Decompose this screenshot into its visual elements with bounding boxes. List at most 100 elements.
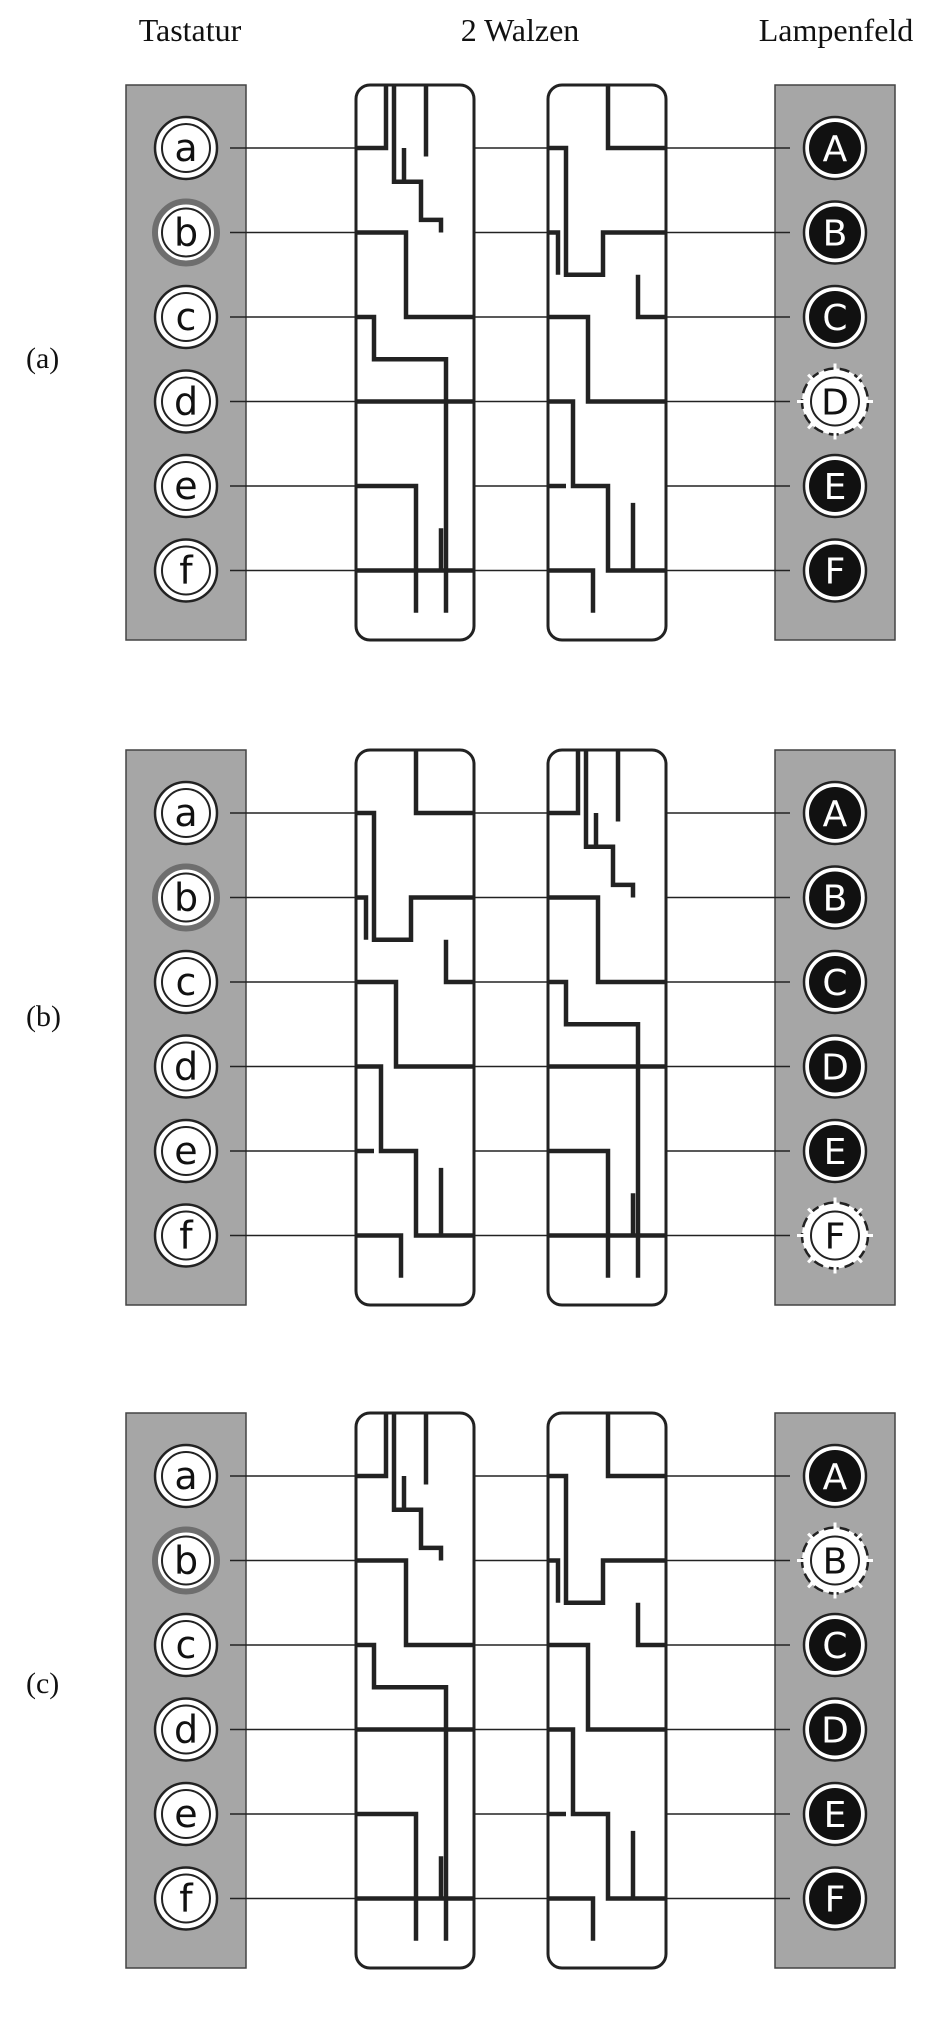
key-label-f: f bbox=[179, 1877, 194, 1921]
lamp-label-D: D bbox=[821, 1711, 849, 1752]
key-c-inner bbox=[161, 292, 211, 342]
lamp-ray bbox=[807, 418, 818, 430]
key-b-inner bbox=[161, 872, 211, 923]
key-label-d: d bbox=[174, 380, 198, 424]
rotor-wire bbox=[548, 1642, 666, 1732]
rotor-wiring bbox=[356, 750, 474, 1278]
rotor-wire bbox=[356, 1233, 404, 1278]
lamp-label-D: D bbox=[821, 1048, 849, 1089]
key-d-inner bbox=[161, 1704, 211, 1755]
key-label-c: c bbox=[176, 960, 197, 1004]
key-label-a: a bbox=[174, 126, 197, 170]
lamp-label-F: F bbox=[825, 552, 846, 593]
rotor-wire bbox=[548, 895, 666, 985]
rotor-1 bbox=[354, 1411, 476, 1970]
rotor-wire bbox=[548, 145, 666, 277]
lamp-label-B: B bbox=[823, 1542, 848, 1583]
key-d-inner bbox=[161, 376, 211, 427]
rotor-wire bbox=[635, 274, 666, 320]
lamp-B bbox=[809, 206, 861, 259]
lamp-ray bbox=[807, 1532, 818, 1544]
rotor-wire bbox=[356, 1064, 474, 1238]
rotor-wiring bbox=[548, 750, 666, 1278]
lamp-E bbox=[809, 1125, 861, 1177]
lamp-label-F: F bbox=[825, 1217, 846, 1258]
key-label-b: b bbox=[174, 211, 198, 255]
rotor-2 bbox=[546, 83, 668, 642]
rotor-wiring bbox=[356, 85, 474, 613]
lamp-ray bbox=[807, 1252, 818, 1264]
rotor-wire bbox=[548, 568, 596, 613]
lamp-ray bbox=[852, 1252, 863, 1264]
lamp-ray bbox=[807, 1577, 818, 1589]
panel-label-a: (a) bbox=[26, 342, 60, 375]
key-d-inner bbox=[161, 1041, 211, 1092]
rotor-wire bbox=[548, 314, 666, 404]
key-c-inner bbox=[161, 1620, 211, 1670]
rotor-wire bbox=[356, 810, 474, 942]
rotor-2 bbox=[546, 1411, 668, 1970]
lamp-label-A: A bbox=[823, 129, 848, 170]
key-label-f: f bbox=[179, 549, 194, 593]
rotor-wire bbox=[605, 1413, 666, 1479]
rotor-wire bbox=[605, 85, 666, 151]
lamp-E bbox=[809, 1788, 861, 1840]
lamp-label-E: E bbox=[824, 467, 847, 508]
key-b-inner bbox=[161, 1535, 211, 1586]
lamp-F-lit bbox=[810, 1210, 860, 1261]
lamp-ray bbox=[807, 373, 818, 385]
rotor-wire bbox=[548, 230, 561, 275]
key-label-b: b bbox=[174, 1539, 198, 1583]
lamp-ray bbox=[852, 1532, 863, 1544]
rotor-wire bbox=[548, 1896, 596, 1941]
rotor-wire bbox=[356, 1558, 474, 1648]
rotor-wire bbox=[583, 750, 636, 898]
rotor-wire bbox=[443, 939, 474, 985]
rotor-wire bbox=[548, 979, 641, 1278]
lamp-C bbox=[809, 1619, 861, 1671]
key-label-a: a bbox=[174, 791, 197, 835]
key-label-a: a bbox=[174, 1454, 197, 1498]
key-e-inner bbox=[161, 1789, 211, 1839]
key-f-inner bbox=[161, 1210, 211, 1261]
lamp-label-C: C bbox=[822, 963, 847, 1004]
lamp-ray bbox=[852, 418, 863, 430]
rotor-wire bbox=[391, 1413, 444, 1561]
rotor-wiring bbox=[548, 1413, 666, 1941]
rotor-wire bbox=[356, 895, 369, 940]
rotor-wire bbox=[548, 1558, 561, 1603]
lamp-label-B: B bbox=[823, 879, 848, 920]
lamp-label-C: C bbox=[822, 1626, 847, 1667]
rotor-wire bbox=[356, 314, 449, 613]
lamp-ray bbox=[852, 1207, 863, 1219]
lamp-B bbox=[809, 871, 861, 924]
lamp-label-C: C bbox=[822, 298, 847, 339]
rotor-wire bbox=[548, 399, 666, 573]
rotor-wire bbox=[356, 979, 474, 1069]
rotor-wire bbox=[413, 750, 474, 816]
lamp-B-lit bbox=[810, 1535, 860, 1586]
rotor-wire bbox=[356, 85, 389, 151]
rotor-wire bbox=[548, 750, 581, 816]
key-a-inner bbox=[161, 788, 211, 838]
lamp-D bbox=[809, 1040, 861, 1093]
rotor-wire bbox=[356, 1413, 389, 1479]
panel-label-b: (b) bbox=[26, 1000, 61, 1033]
rotor-wire bbox=[356, 1642, 449, 1941]
key-a-inner bbox=[161, 1451, 211, 1501]
header-rotors: 2 Walzen bbox=[460, 12, 580, 48]
panel-label-c: (c) bbox=[26, 1667, 60, 1700]
key-a-inner bbox=[161, 123, 211, 173]
key-label-d: d bbox=[174, 1045, 198, 1089]
rotor-1 bbox=[354, 83, 476, 642]
header-lampboard: Lampenfeld bbox=[758, 12, 914, 48]
key-e-inner bbox=[161, 1126, 211, 1176]
lamp-C bbox=[809, 291, 861, 343]
key-label-e: e bbox=[174, 1792, 197, 1836]
rotor-wire bbox=[356, 230, 474, 320]
